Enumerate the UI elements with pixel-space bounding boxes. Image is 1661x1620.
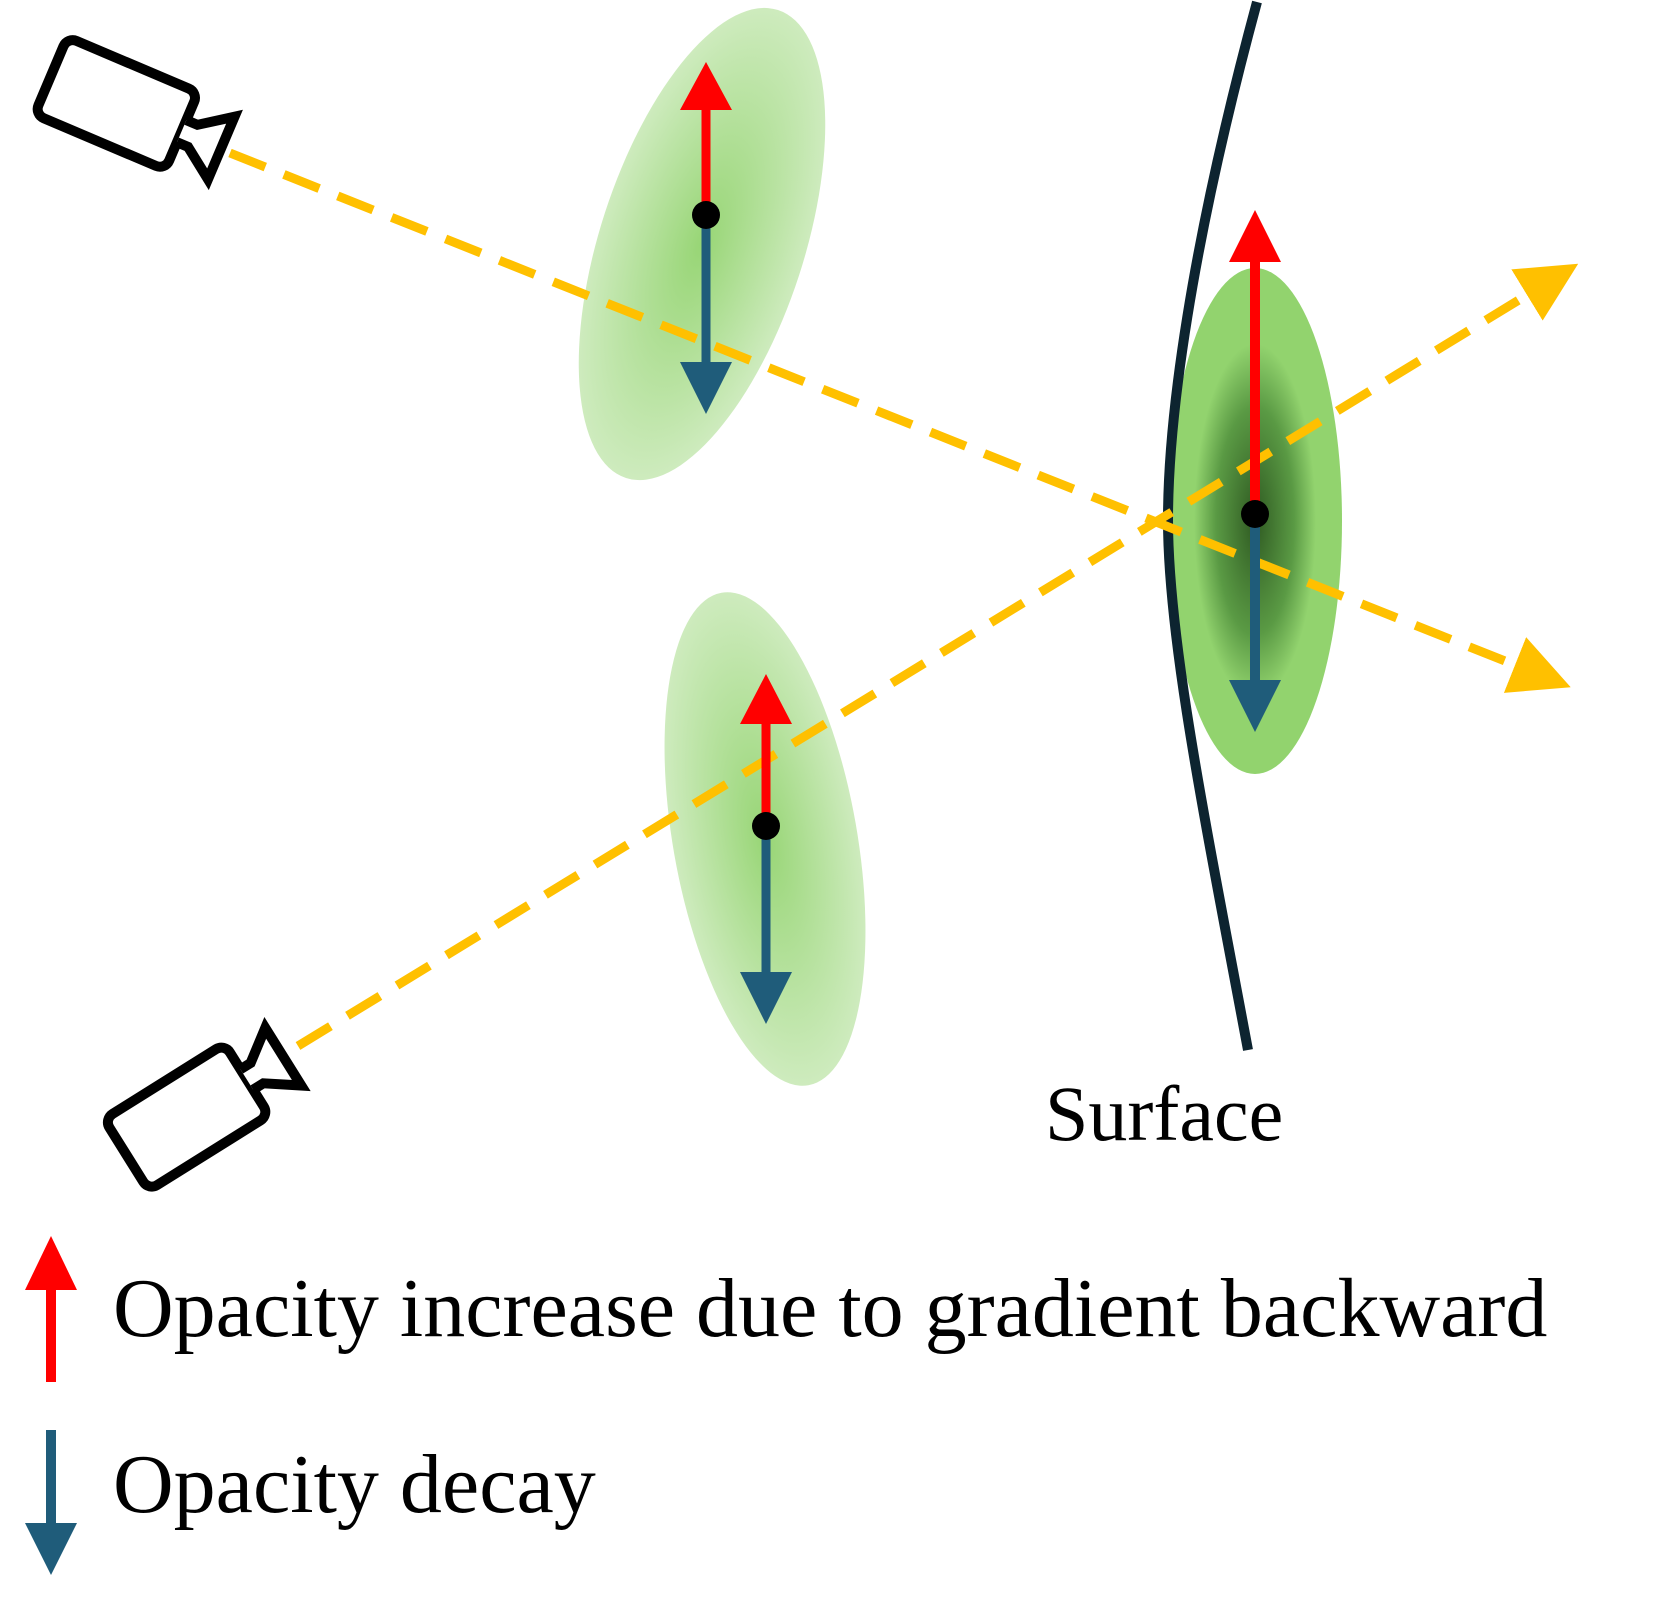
increase-arrow-top (680, 62, 732, 215)
surface-curve (1162, 0, 1262, 1051)
video-camera-icon (102, 1017, 311, 1192)
video-camera-icon (32, 35, 243, 191)
increase-arrow-surface (1229, 210, 1281, 514)
gaussian-center-surface (1241, 500, 1269, 528)
legend: Opacity increase due to gradient backwar… (25, 1236, 1547, 1575)
legend-increase-arrow (25, 1236, 77, 1382)
decay-arrow-surface (1229, 514, 1281, 732)
surface-label: Surface (1045, 1070, 1283, 1157)
legend-increase-label: Opacity increase due to gradient backwar… (113, 1262, 1547, 1355)
decay-arrow-top (680, 215, 732, 414)
increase-arrow-bottom (740, 674, 792, 826)
decay-arrow-bottom (740, 826, 792, 1024)
ray-bottom (295, 263, 1579, 1050)
gaussian-center-bottom (752, 812, 780, 840)
legend-decay-label: Opacity decay (113, 1438, 596, 1531)
gaussian-center-top (692, 201, 720, 229)
legend-decay-arrow (25, 1430, 77, 1575)
